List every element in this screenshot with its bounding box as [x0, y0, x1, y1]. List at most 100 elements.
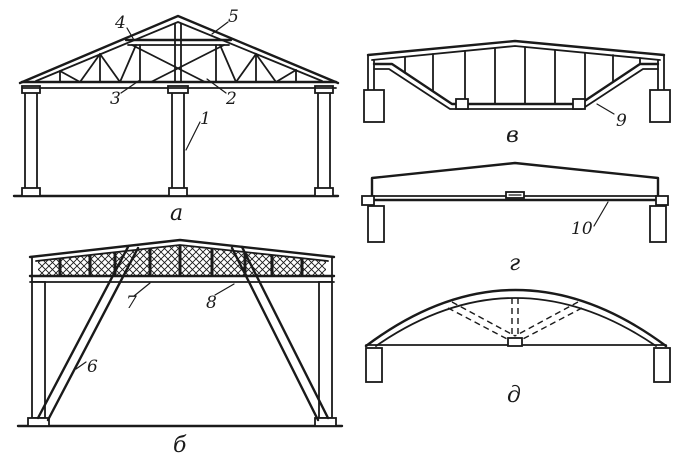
pier-left: [365, 347, 383, 383]
truss-verticals: [404, 46, 641, 105]
truss-verticals: [58, 245, 304, 276]
callout-label: 2: [225, 89, 237, 109]
callout-label: 4: [114, 13, 126, 33]
support-block: [572, 98, 586, 110]
panel-caption: а: [170, 201, 183, 226]
callout-7: 7: [126, 282, 151, 313]
column-right: [314, 85, 334, 197]
leader-line: [133, 282, 151, 297]
truss-diagonal: [131, 44, 206, 83]
top-chord-outer: [28, 238, 336, 259]
callout-5: 5: [211, 7, 239, 35]
callout-6: 6: [75, 357, 98, 377]
callout-label: 10: [571, 219, 593, 239]
strut-edge: [240, 245, 330, 420]
truss-diagonal: [59, 53, 101, 83]
arch-outer: [364, 288, 668, 348]
end-bearing: [655, 195, 669, 206]
callout-2: 2: [206, 78, 237, 109]
support-block: [455, 98, 469, 110]
truss-diagonals: [59, 44, 297, 83]
strut-edge: [46, 246, 140, 422]
top-chord-inner: [35, 21, 323, 82]
arch-inner: [375, 297, 657, 347]
polygonal-truss: [366, 39, 666, 110]
leader-line: [120, 79, 141, 94]
pier-right: [653, 347, 671, 383]
truss-diagonal: [255, 53, 297, 83]
pier-left: [367, 205, 385, 243]
bottom-chord-upper: [372, 62, 660, 106]
arch: [364, 288, 668, 348]
callout-label: 6: [87, 357, 98, 377]
column-base: [27, 417, 50, 427]
hanger-dashed: [451, 301, 516, 337]
truss-diagonal: [219, 44, 257, 83]
strut-left: [36, 245, 140, 422]
column-base: [314, 187, 334, 197]
panel-v: 9 в: [363, 39, 671, 148]
callout-8: 8: [206, 283, 235, 313]
leader-line: [185, 121, 201, 151]
column-shaft: [318, 281, 333, 419]
panel-caption: б: [173, 433, 187, 458]
callout-1: 1: [185, 109, 211, 151]
strut-edge: [36, 245, 130, 420]
panel-caption: г: [509, 251, 520, 276]
hanger-dashed: [447, 307, 512, 342]
column-shaft: [317, 91, 331, 190]
column-shaft: [171, 91, 185, 190]
column-center: [167, 85, 189, 197]
pier-left: [363, 89, 385, 123]
column-capital: [21, 85, 41, 94]
callout-3: 3: [110, 79, 141, 109]
leader-line: [593, 201, 609, 227]
column-shaft: [24, 91, 38, 190]
callout-4: 4: [114, 13, 135, 41]
bottom-chord-lower: [373, 68, 659, 110]
top-chord-outer: [18, 14, 340, 85]
panel-b: 6 7 8 б: [16, 238, 344, 458]
leader-line: [75, 361, 87, 370]
column-base: [168, 187, 188, 197]
hanger-dashed: [518, 307, 583, 342]
column-capital: [167, 85, 189, 94]
strut-right: [230, 245, 330, 422]
truss-diagonal: [150, 44, 225, 83]
callout-label: 5: [228, 7, 239, 27]
strut-edge: [230, 246, 320, 422]
column-shaft: [31, 281, 46, 419]
leader-line: [206, 78, 227, 94]
pier-right: [649, 205, 667, 243]
column-capital: [314, 85, 334, 94]
top-chord-inner: [371, 45, 661, 61]
truss-body: [28, 238, 336, 283]
column-left: [21, 85, 41, 197]
column-base: [314, 417, 337, 427]
pier-right: [649, 89, 671, 123]
callout-10: 10: [571, 201, 609, 239]
column-base: [21, 187, 41, 197]
truss-verticals: [59, 23, 297, 83]
panel-a: 4 5 3 2 1 а: [12, 7, 340, 226]
leader-line: [596, 103, 615, 115]
leader-line: [214, 283, 235, 296]
roof-truss: [18, 14, 340, 89]
column-right: [314, 281, 337, 427]
hangers: [447, 298, 583, 342]
leader-line: [126, 27, 135, 41]
panel-d: д: [364, 288, 671, 408]
callout-label: 9: [616, 111, 627, 131]
panel-g: 10 г: [361, 161, 669, 276]
hanger-node: [507, 337, 523, 347]
leader-line: [211, 21, 229, 35]
gable-beam: [361, 161, 669, 206]
callout-label: 1: [200, 109, 211, 129]
callout-label: 8: [206, 293, 217, 313]
callout-9: 9: [596, 103, 627, 131]
end-bearing: [361, 195, 375, 206]
callout-label: 3: [110, 89, 121, 109]
panel-caption: д: [507, 383, 521, 408]
hanger-dashed: [514, 301, 579, 337]
